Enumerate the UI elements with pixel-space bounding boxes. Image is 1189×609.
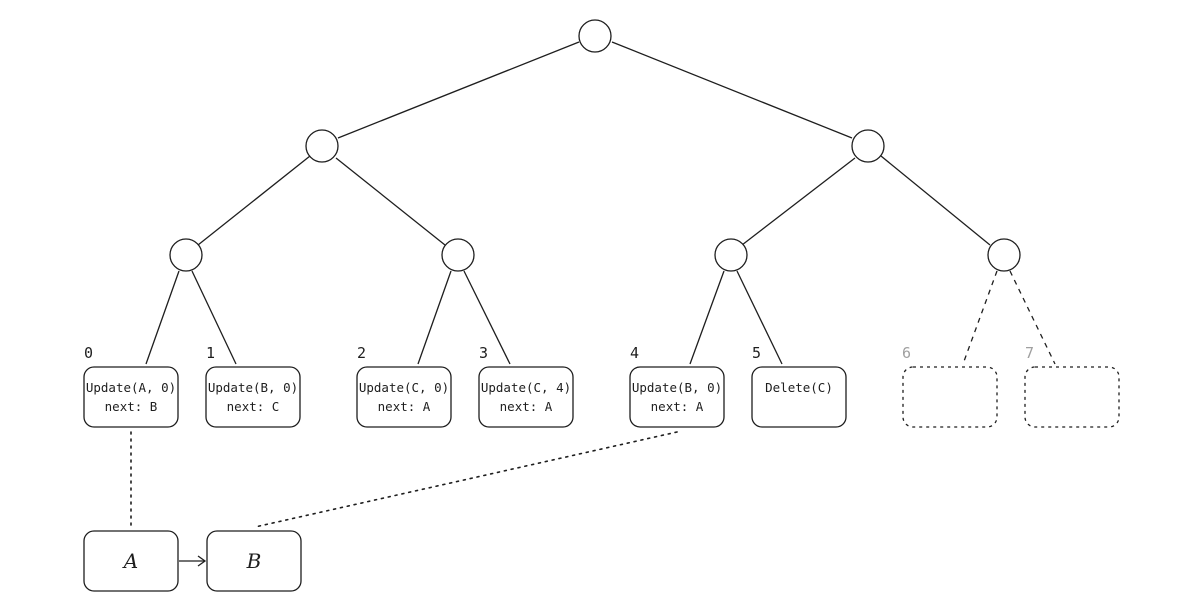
leaf-index-6: 6 <box>902 344 911 362</box>
leaf-index-7: 7 <box>1025 344 1034 362</box>
leaf-op-5: Delete(C) <box>765 380 833 395</box>
leaf-7: 7 <box>1024 344 1120 428</box>
edge-root-left <box>337 41 580 139</box>
leaf-1: 1 Update(B, 0) next: C <box>205 344 301 428</box>
leaf-index-4: 4 <box>630 344 639 362</box>
leaf-box-4 <box>629 366 725 428</box>
leaf-index-2: 2 <box>357 344 366 362</box>
leaf-next-2: next: A <box>378 399 431 414</box>
leaf-box-2 <box>356 366 452 428</box>
leaf-box-6-empty <box>902 366 998 428</box>
tree-nodes <box>169 19 1021 272</box>
edge-n0-leaf0 <box>145 270 180 365</box>
leaf-index-0: 0 <box>84 344 93 362</box>
edge-n3-leaf7 <box>1009 270 1056 365</box>
list-node-b-box <box>206 530 302 592</box>
leaf-box-7-empty <box>1024 366 1120 428</box>
leaf-5: 5 Delete(C) <box>751 344 847 428</box>
edge-n1-leaf2 <box>417 270 452 365</box>
leaf-index-1: 1 <box>206 344 215 362</box>
leaf-4: 4 Update(B, 0) next: A <box>629 344 725 428</box>
link-leaf4-to-b <box>254 431 678 528</box>
leaf-box-3 <box>478 366 574 428</box>
edge-n3-leaf6 <box>962 270 998 365</box>
leaf-box-5 <box>751 366 847 428</box>
edge-n0-leaf1 <box>191 270 237 365</box>
arrow-head-icon <box>197 555 207 567</box>
leaf-next-0: next: B <box>105 399 158 414</box>
edge-n1-leaf3 <box>463 270 511 365</box>
tree-edges <box>145 41 1056 365</box>
leaf-box-0 <box>83 366 179 428</box>
tree-node-l1 <box>305 129 339 163</box>
leaf-op-3: Update(C, 4) <box>481 380 571 395</box>
tree-node-l2b <box>441 238 475 272</box>
leaf-next-4: next: A <box>651 399 704 414</box>
leaf-op-1: Update(B, 0) <box>208 380 298 395</box>
leaf-index-5: 5 <box>752 344 761 362</box>
tree-node-root <box>578 19 612 53</box>
list-links <box>130 431 678 528</box>
tree-node-l2a <box>169 238 203 272</box>
leaf-box-1 <box>205 366 301 428</box>
leaf-op-4: Update(B, 0) <box>632 380 722 395</box>
tree-node-r2a <box>714 238 748 272</box>
leaf-next-1: next: C <box>227 399 280 414</box>
leaf-next-3: next: A <box>500 399 553 414</box>
leaf-0: 0 Update(A, 0) next: B <box>83 344 179 428</box>
leaf-2: 2 Update(C, 0) next: A <box>356 344 452 428</box>
list-node-a-box <box>83 530 179 592</box>
tree-node-r2b <box>987 238 1021 272</box>
leaf-op-2: Update(C, 0) <box>359 380 449 395</box>
edge-l1-left <box>197 155 311 246</box>
linked-list: A B <box>83 530 302 592</box>
leaf-op-0: Update(A, 0) <box>86 380 176 395</box>
list-node-b-label: B <box>246 549 262 573</box>
edge-root-right <box>611 41 853 139</box>
edge-n2-leaf4 <box>689 270 725 365</box>
leaf-6: 6 <box>902 344 998 428</box>
leaf-index-3: 3 <box>479 344 488 362</box>
edge-r1-right <box>880 155 991 246</box>
edge-l1-right <box>335 157 446 246</box>
tree-node-r1 <box>851 129 885 163</box>
edge-n2-leaf5 <box>736 270 783 365</box>
leaf-3: 3 Update(C, 4) next: A <box>478 344 574 428</box>
edge-r1-left <box>741 157 856 246</box>
list-node-a-label: A <box>122 549 138 573</box>
